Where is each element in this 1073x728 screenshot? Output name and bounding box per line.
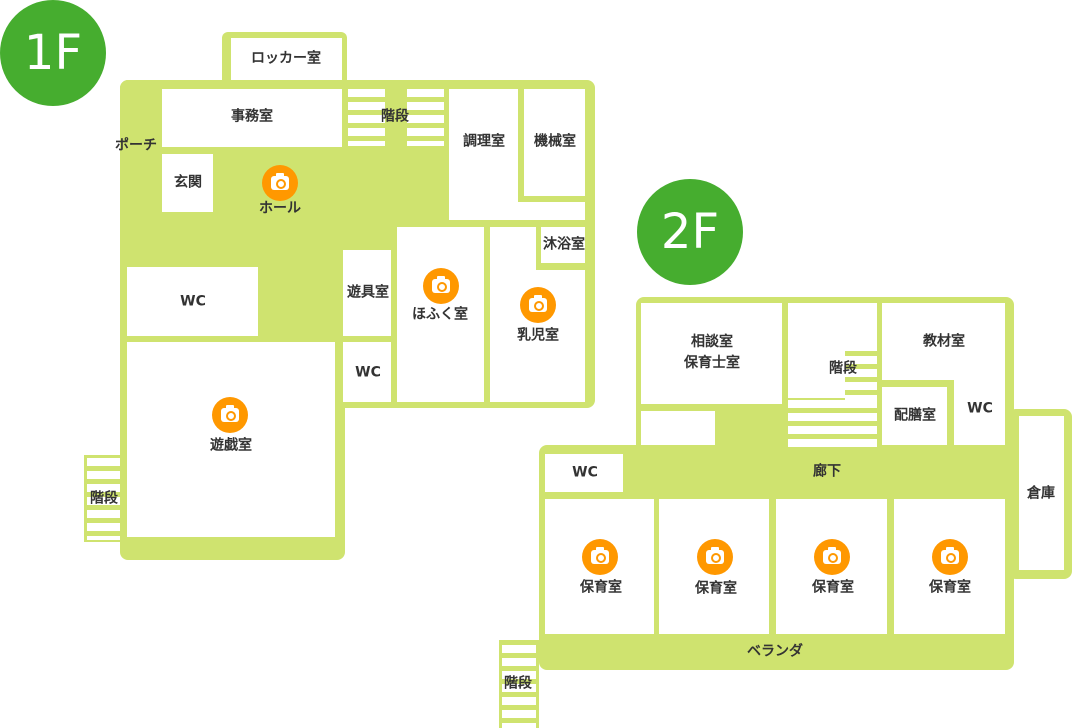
label: 倉庫 <box>1027 485 1055 502</box>
label: 保育室 <box>580 579 622 596</box>
camera-icon[interactable] <box>814 539 850 575</box>
label: 相談室 保育士室 <box>684 334 740 371</box>
label: 廊下 <box>813 463 841 480</box>
label: 保育室 <box>695 580 737 597</box>
room-wc[interactable] <box>954 371 1005 445</box>
camera-icon[interactable] <box>932 539 968 575</box>
label: ベランダ <box>747 643 803 660</box>
room-entrance[interactable] <box>162 154 213 212</box>
room-play[interactable] <box>127 342 335 537</box>
label: 保育室 <box>929 579 971 596</box>
label: ホール <box>259 200 301 217</box>
label: WC <box>967 400 993 417</box>
label: ロッカー室 <box>251 50 321 67</box>
room-wc[interactable] <box>545 454 623 492</box>
label: 遊具室 <box>347 284 389 301</box>
room-serving[interactable] <box>882 387 947 445</box>
room-office[interactable] <box>162 89 342 147</box>
room-wc[interactable] <box>343 342 391 402</box>
label: 階段 <box>90 490 118 507</box>
label: ほふく室 <box>412 306 468 323</box>
label: 調理室 <box>463 133 505 150</box>
stairs[interactable] <box>788 400 877 447</box>
camera-icon[interactable] <box>423 268 459 304</box>
label: 階段 <box>829 360 857 377</box>
label: 保育室 <box>812 579 854 596</box>
label: WC <box>355 364 381 381</box>
label: WC <box>572 464 598 481</box>
camera-icon[interactable] <box>582 539 618 575</box>
label: 機械室 <box>534 133 576 150</box>
label: 玄関 <box>174 174 202 191</box>
label: 階段 <box>504 675 532 692</box>
room-kitchen[interactable] <box>449 89 518 220</box>
room-bath[interactable] <box>541 227 585 263</box>
label: WC <box>180 293 206 310</box>
room-storage[interactable] <box>1019 416 1064 570</box>
label: 教材室 <box>923 333 965 350</box>
label: 遊戯室 <box>210 437 252 454</box>
camera-icon[interactable] <box>262 165 298 201</box>
room-crawl[interactable] <box>397 227 484 402</box>
label: 配膳室 <box>894 407 936 424</box>
camera-icon[interactable] <box>212 397 248 433</box>
camera-icon[interactable] <box>697 539 733 575</box>
floor-badge-2f: 2F <box>637 179 743 285</box>
label: 階段 <box>381 108 409 125</box>
room-consult[interactable] <box>641 303 782 404</box>
room-wc[interactable] <box>127 267 258 336</box>
stairs[interactable] <box>348 89 385 146</box>
label: 沐浴室 <box>543 236 585 253</box>
label: ポーチ <box>115 137 157 154</box>
label: 事務室 <box>231 108 273 125</box>
stairs[interactable] <box>502 645 536 728</box>
stairs[interactable] <box>407 89 444 146</box>
room-toy[interactable] <box>343 250 391 336</box>
room-machine[interactable] <box>524 89 585 196</box>
camera-icon[interactable] <box>520 287 556 323</box>
floor-badge-1f: 1F <box>0 0 106 106</box>
label: 乳児室 <box>517 327 559 344</box>
room-materials[interactable] <box>882 303 1005 380</box>
